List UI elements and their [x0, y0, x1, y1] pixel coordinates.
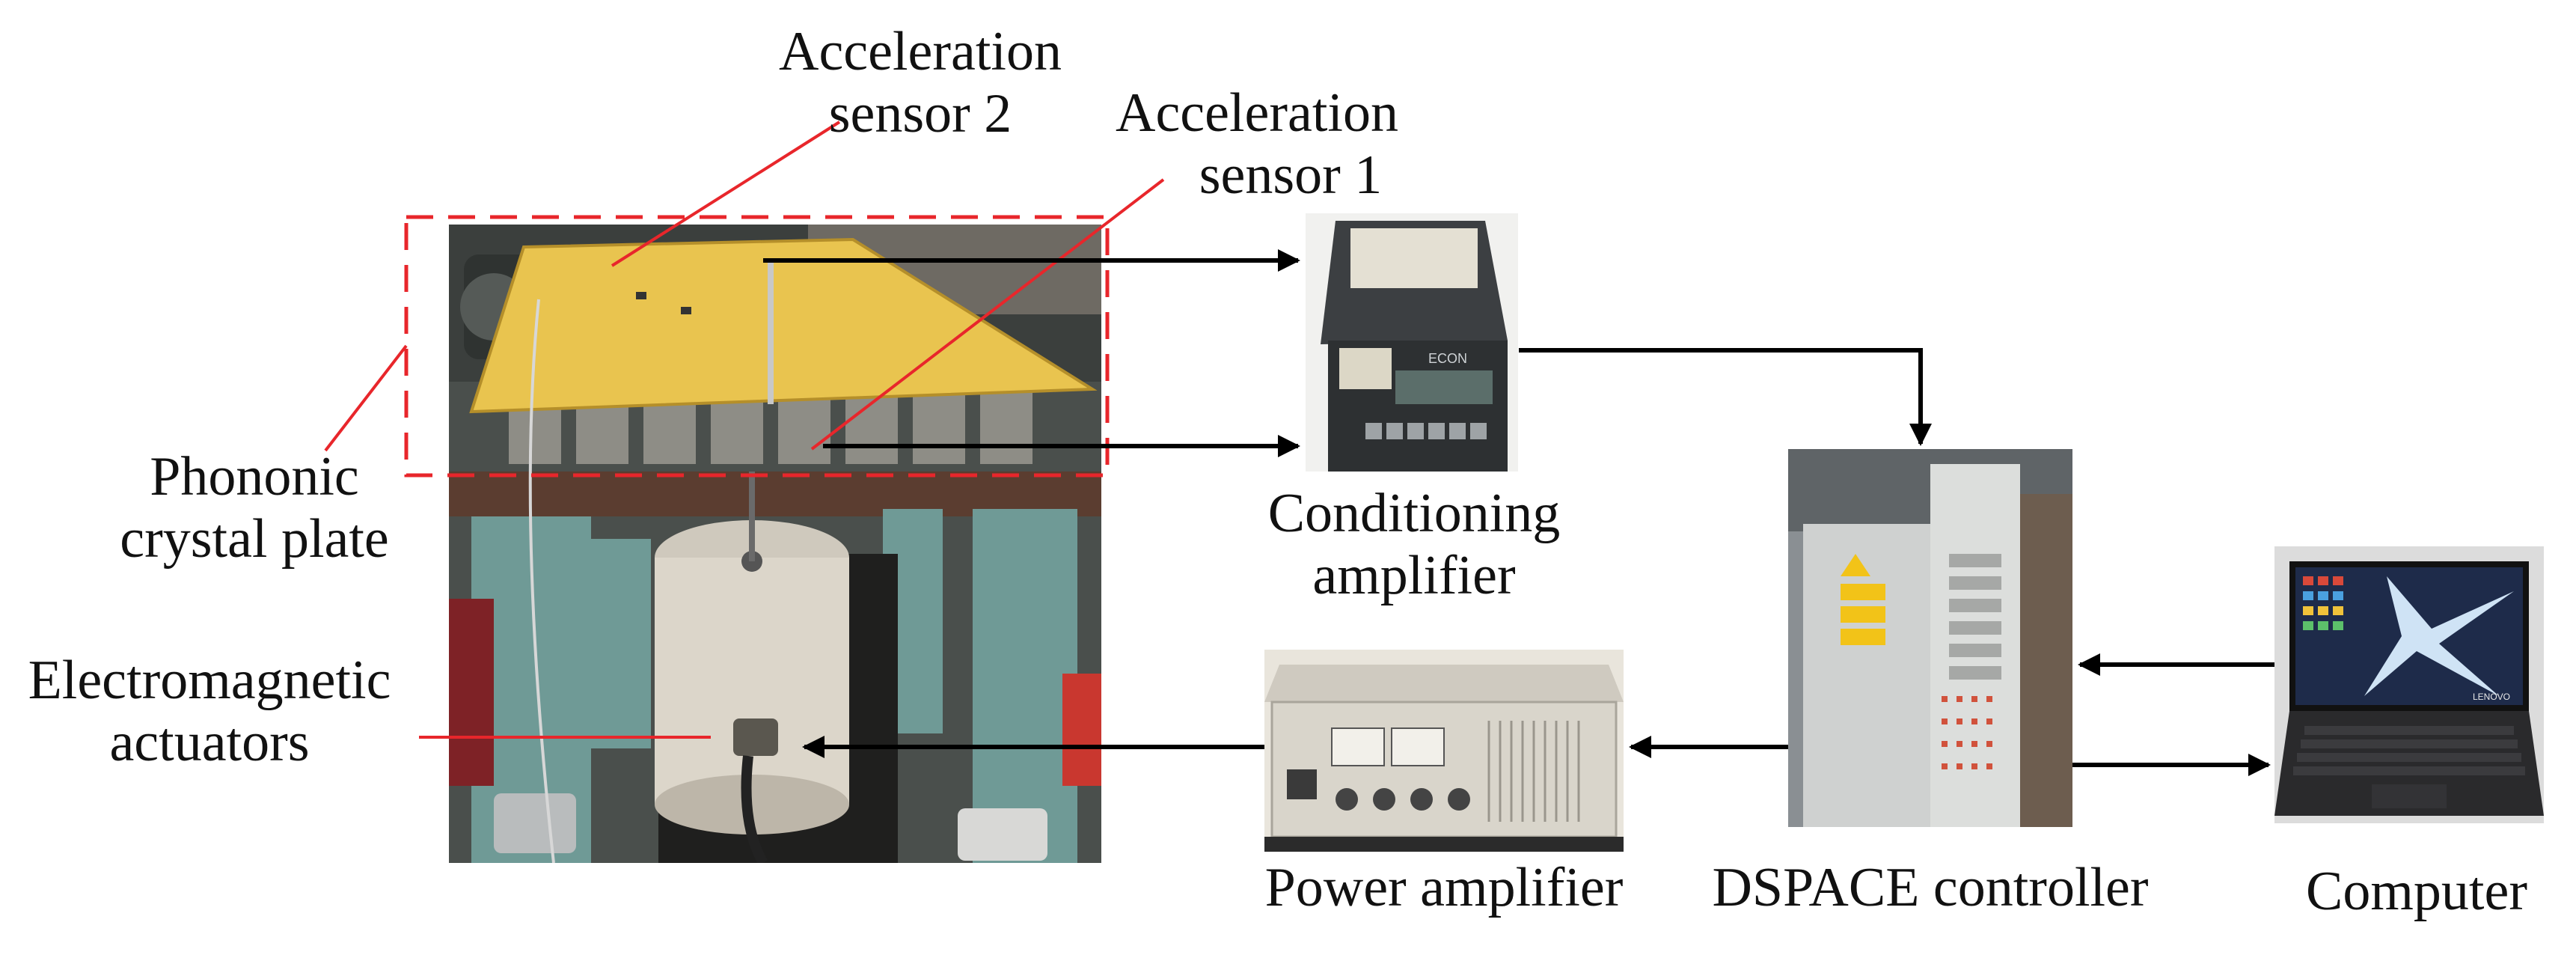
computer-photo: LENOVO: [2274, 546, 2544, 823]
computer-label: Computer: [2306, 861, 2527, 922]
accel-sensor-2-label-line1: Acceleration: [779, 21, 1062, 82]
phononic-crystal-plate-label: Phononic crystal plate: [90, 446, 419, 570]
arrow-conditioning-to-dspace: [1519, 348, 1932, 446]
test-rig-photo: [449, 225, 1101, 863]
conditioning-amplifier-label: Conditioning amplifier: [1227, 483, 1601, 607]
electromagnetic-actuators-label: Electromagnetic actuators: [7, 650, 412, 774]
phononic-plate-highlight-box: [404, 215, 1110, 478]
conditioning-amplifier-photo: ECON: [1306, 213, 1518, 472]
em-label-line2: actuators: [109, 711, 310, 773]
accel-sensor-1-leader: [810, 178, 1165, 451]
accel-sensor-1-label-line2: sensor 1: [1199, 144, 1383, 206]
accel-sensor-1-label: Acceleration sensor 1: [1092, 82, 1422, 207]
phononic-label-line1: Phononic: [150, 446, 359, 507]
phononic-label-line2: crystal plate: [120, 507, 389, 570]
power-amplifier-label: Power amplifier: [1264, 857, 1624, 918]
laptop-brand-text: LENOVO: [2473, 692, 2510, 702]
em-label-line1: Electromagnetic: [28, 650, 391, 711]
dspace-controller-label: DSPACE controller: [1712, 857, 2149, 918]
conditioning-label-line2: amplifier: [1312, 544, 1516, 606]
dspace-controller-photo: [1788, 449, 2072, 827]
accel-sensor-2-label-line2: sensor 2: [828, 82, 1012, 144]
power-amplifier-photo: [1264, 650, 1624, 852]
conditioning-label-line1: Conditioning: [1267, 483, 1561, 544]
econ-brand-text: ECON: [1428, 351, 1467, 366]
accel-sensor-1-label-line1: Acceleration: [1116, 82, 1398, 144]
accel-sensor-2-leader: [611, 120, 841, 267]
phononic-plate-leader: [324, 344, 408, 452]
accel-sensor-2-label: Acceleration sensor 2: [756, 21, 1085, 145]
